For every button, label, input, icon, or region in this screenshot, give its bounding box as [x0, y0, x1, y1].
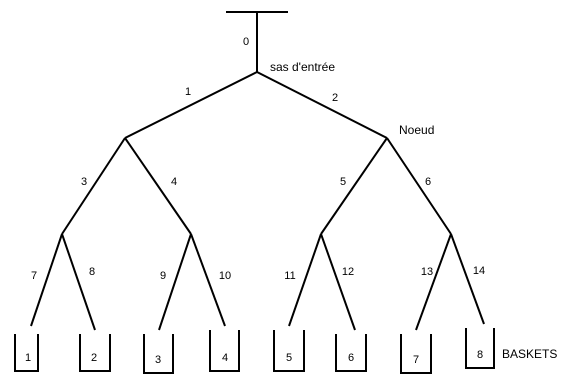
edge-line-2: [256, 71, 388, 139]
basket-3: [143, 334, 174, 374]
edge-label-2: 2: [332, 92, 338, 104]
edge-line-10: [190, 233, 226, 327]
edge-label-3: 3: [81, 176, 87, 188]
edge-line-5: [320, 137, 388, 235]
edge-label-6: 6: [425, 176, 431, 188]
edge-line-13: [415, 233, 452, 331]
basket-number-4: 4: [222, 352, 228, 364]
edge-label-7: 7: [31, 270, 37, 282]
edge-label-5: 5: [340, 176, 346, 188]
basket-number-7: 7: [413, 354, 419, 366]
basket-number-1: 1: [25, 352, 31, 364]
edge-label-9: 9: [160, 270, 166, 282]
edge-label-1: 1: [185, 86, 191, 98]
edge-label-0: 0: [243, 36, 249, 48]
basket-8: [465, 328, 495, 369]
node-label: Noeud: [399, 123, 434, 137]
edge-line-4: [124, 137, 192, 235]
entrance-label: sas d'entrée: [270, 60, 335, 74]
basket-4: [209, 330, 240, 372]
edge-label-10: 10: [219, 270, 231, 282]
edge-line-7: [30, 233, 63, 327]
edge-label-4: 4: [171, 176, 177, 188]
basket-number-8: 8: [477, 349, 483, 361]
basket-6: [335, 334, 367, 372]
edge-line-1: [124, 71, 258, 139]
basket-number-6: 6: [348, 352, 354, 364]
edge-label-11: 11: [284, 270, 295, 282]
baskets-label: BASKETS: [502, 347, 557, 361]
edge-line-14: [450, 233, 485, 325]
edge-label-13: 13: [421, 266, 433, 278]
edge-label-12: 12: [342, 266, 354, 278]
basket-1: [14, 334, 39, 372]
edge-label-8: 8: [89, 266, 95, 278]
edge-line-3: [61, 137, 126, 235]
basket-5: [273, 330, 305, 372]
edge-label-14: 14: [473, 265, 485, 277]
edge-line-12: [320, 233, 356, 331]
basket-number-2: 2: [91, 352, 97, 364]
basket-2: [79, 334, 111, 372]
edge-line-9: [158, 233, 192, 331]
edge-line-11: [288, 233, 322, 327]
basket-number-3: 3: [155, 354, 161, 366]
edge-line-8: [61, 233, 96, 331]
basket-number-5: 5: [286, 352, 292, 364]
edge-line-6: [386, 137, 452, 235]
basket-7: [400, 334, 432, 374]
